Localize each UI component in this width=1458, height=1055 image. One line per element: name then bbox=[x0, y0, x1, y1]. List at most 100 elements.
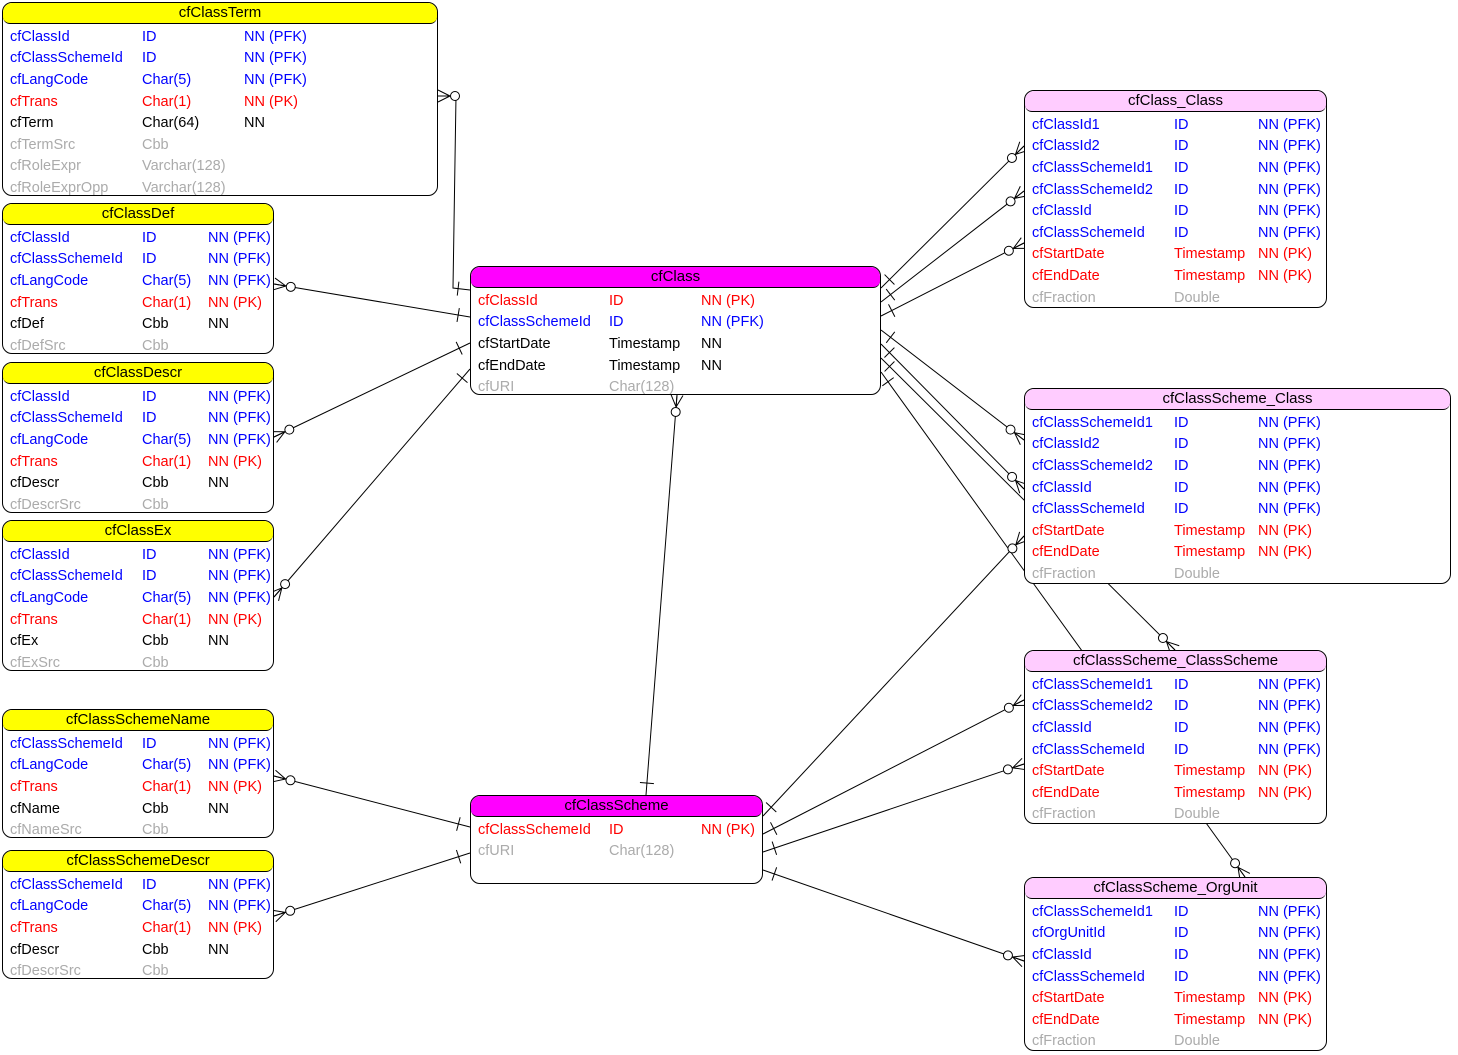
entity-title[interactable]: cfClass_Class bbox=[1025, 91, 1326, 112]
entity-title[interactable]: cfClassScheme bbox=[471, 796, 762, 817]
relationship-cfClassScheme-cfClass[interactable] bbox=[645, 394, 678, 796]
entity-title[interactable]: cfClassScheme_OrgUnit bbox=[1025, 878, 1326, 899]
relationship-cfClass-cfClassDescr[interactable] bbox=[273, 342, 471, 438]
relationship-cfClass-cfClass_Class[interactable] bbox=[880, 145, 1025, 289]
relationship-cfClassScheme-cfClassSchemeName[interactable] bbox=[273, 775, 471, 828]
relationship-cfClassScheme-cfClassScheme_Class[interactable] bbox=[762, 535, 1025, 817]
relationship-cfClassScheme-cfClassScheme_OrgUnit[interactable] bbox=[762, 869, 1025, 962]
relationship-cfClassScheme-cfClassScheme_ClassScheme[interactable] bbox=[762, 699, 1025, 835]
relationship-cfClass-cfClassEx[interactable] bbox=[273, 368, 471, 598]
entity-title[interactable]: cfClass bbox=[471, 267, 880, 288]
relationship-cfClass-cfClass_Class[interactable] bbox=[880, 190, 1025, 303]
relationship-cfClassScheme-cfClassScheme_ClassScheme[interactable] bbox=[762, 763, 1025, 853]
entity-title[interactable]: cfClassTerm bbox=[3, 3, 437, 24]
entity-title[interactable]: cfClassDef bbox=[3, 204, 273, 225]
entity-title[interactable]: cfClassSchemeDescr bbox=[3, 851, 273, 872]
relationship-cfClass-cfClass_Class[interactable] bbox=[880, 242, 1025, 317]
entity-title[interactable]: cfClassScheme_Class bbox=[1025, 389, 1450, 410]
relationship-cfClass-cfClassTerm[interactable] bbox=[438, 95, 471, 291]
relationship-cfClass-cfClassScheme_Class[interactable] bbox=[880, 343, 1025, 490]
entity-title[interactable]: cfClassSchemeName bbox=[3, 710, 273, 731]
entity-title[interactable]: cfClassDescr bbox=[3, 363, 273, 384]
entity-title[interactable]: cfClassScheme_ClassScheme bbox=[1025, 651, 1326, 672]
